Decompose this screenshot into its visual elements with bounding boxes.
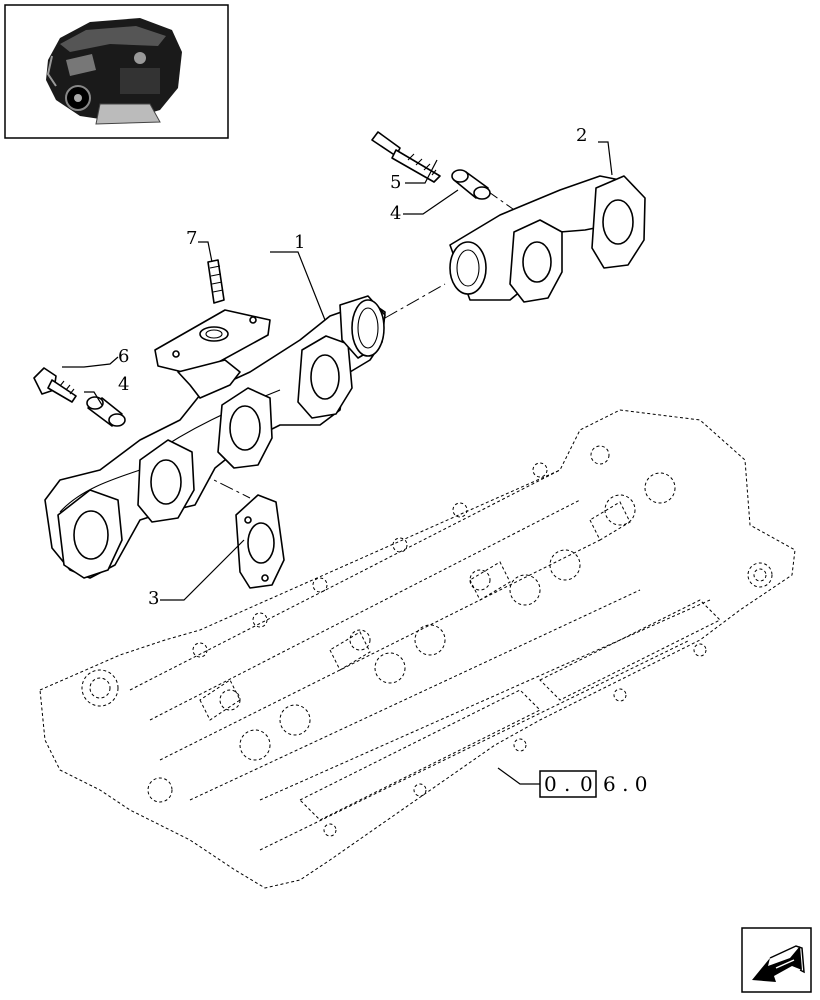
hex-bolt bbox=[33, 367, 77, 403]
previous-page-arrow-icon[interactable] bbox=[741, 927, 812, 993]
engine-thumbnail-icon bbox=[46, 18, 182, 125]
manifold-gasket bbox=[235, 494, 285, 589]
callout-2: 2 bbox=[576, 125, 587, 146]
callout-3: 3 bbox=[148, 588, 159, 609]
engine-thumbnail bbox=[4, 4, 229, 139]
stud-bolt bbox=[371, 131, 441, 183]
exhaust-manifold-rear bbox=[449, 175, 646, 303]
ref-digit-3: 0 bbox=[580, 772, 593, 796]
section-reference[interactable]: 0 . 0 6 . 0 bbox=[497, 767, 648, 798]
callout-leaders bbox=[62, 141, 613, 601]
ref-digit-2: . bbox=[564, 772, 570, 796]
callout-5: 5 bbox=[390, 172, 401, 193]
exhaust-manifold-front bbox=[44, 295, 386, 579]
callouts: 1 2 3 4 4 5 6 7 bbox=[118, 125, 587, 609]
callout-1: 1 bbox=[294, 232, 305, 253]
ref-trailing: 6 . 0 bbox=[603, 772, 648, 796]
callout-7: 7 bbox=[186, 228, 197, 249]
spacer-bushing-rear bbox=[451, 169, 491, 200]
callout-4-rear: 4 bbox=[390, 203, 401, 224]
ref-digit-1: 0 bbox=[544, 772, 557, 796]
small-stud bbox=[207, 259, 225, 304]
callout-6: 6 bbox=[118, 346, 129, 367]
cylinder-head-ghost bbox=[39, 409, 796, 889]
callout-4-front: 4 bbox=[118, 374, 129, 395]
spacer-bushing-front bbox=[86, 396, 126, 427]
